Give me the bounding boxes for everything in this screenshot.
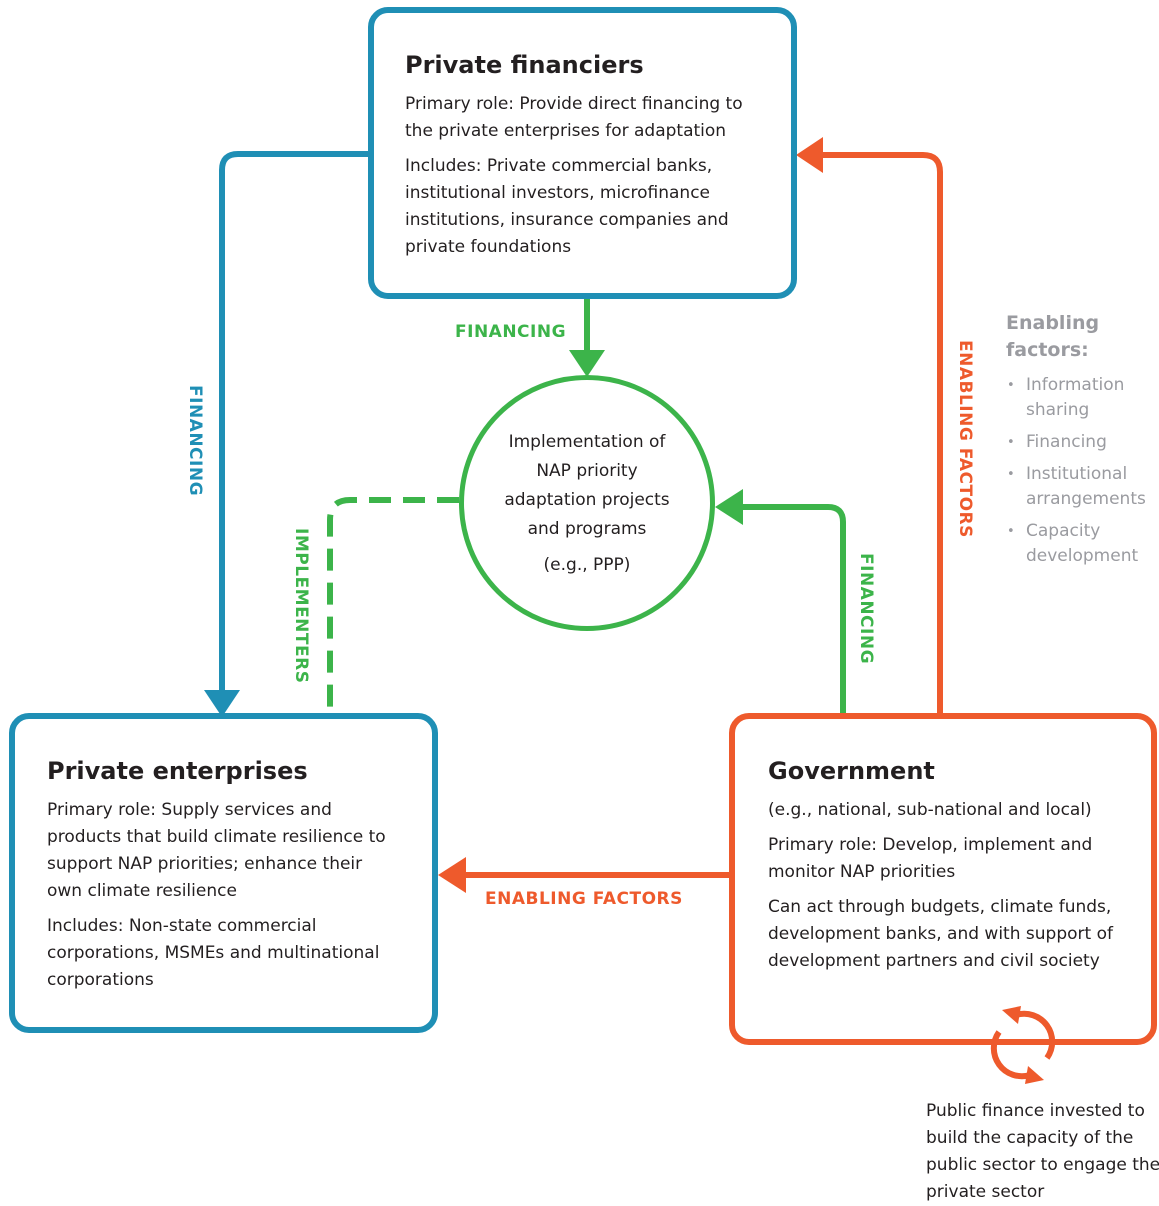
private-enterprises-box: Private enterprises Primary role: Supply… (9, 713, 438, 1033)
arrowhead-to-financiers (796, 137, 823, 173)
enabling-factor-item: Financing (1004, 430, 1159, 455)
government-box: Government (e.g., national, sub-national… (729, 713, 1157, 1045)
enabling-factor-item: Institutional arrangements (1004, 462, 1159, 512)
enabling-factor-item: Information sharing (1004, 373, 1159, 423)
government-role: Primary role: Develop, implement and mon… (768, 835, 1093, 882)
government-means: Can act through budgets, climate funds, … (768, 897, 1113, 971)
implementation-circle: Implementation of NAP priority adaptatio… (459, 375, 715, 631)
implementers-label: IMPLEMENTERS (291, 528, 311, 684)
enabling-factors-list: Information sharing Financing Institutio… (1004, 373, 1159, 576)
financing-label-top: FINANCING (455, 322, 567, 342)
private-enterprises-role: Primary role: Supply services and produc… (47, 800, 386, 901)
implementation-example: (e.g., PPP) (543, 554, 631, 575)
private-enterprises-title: Private enterprises (47, 757, 308, 785)
financing-label-left: FINANCING (185, 385, 205, 497)
enabling-factors-label-horizontal: ENABLING FACTORS (485, 889, 683, 909)
enabling-factors-label-vertical: ENABLING FACTORS (955, 340, 975, 538)
arrowhead-to-circle-top (569, 350, 605, 377)
implementation-text: Implementation of NAP priority adaptatio… (504, 431, 670, 539)
public-finance-note: Public finance invested to build the cap… (926, 1101, 1159, 1202)
private-financiers-title: Private financiers (405, 51, 644, 79)
private-enterprises-includes: Includes: Non-state commercial corporati… (47, 916, 380, 990)
government-scope: (e.g., national, sub-national and local) (768, 800, 1092, 820)
arrowhead-to-enterprises (204, 690, 240, 717)
enabling-factors-title: Enabling factors: (1006, 312, 1100, 361)
private-financiers-role: Primary role: Provide direct financing t… (405, 94, 743, 141)
arrowhead-to-circle-right (715, 489, 743, 525)
government-title: Government (768, 757, 935, 785)
arrowhead-to-enterprises-right (438, 857, 466, 893)
financing-label-right: FINANCING (856, 553, 876, 665)
private-financiers-includes: Includes: Private commercial banks, inst… (405, 156, 729, 257)
private-financiers-box: Private financiers Primary role: Provide… (368, 7, 797, 299)
enabling-factor-item: Capacity development (1004, 519, 1159, 569)
cycle-icon (990, 1006, 1056, 1084)
